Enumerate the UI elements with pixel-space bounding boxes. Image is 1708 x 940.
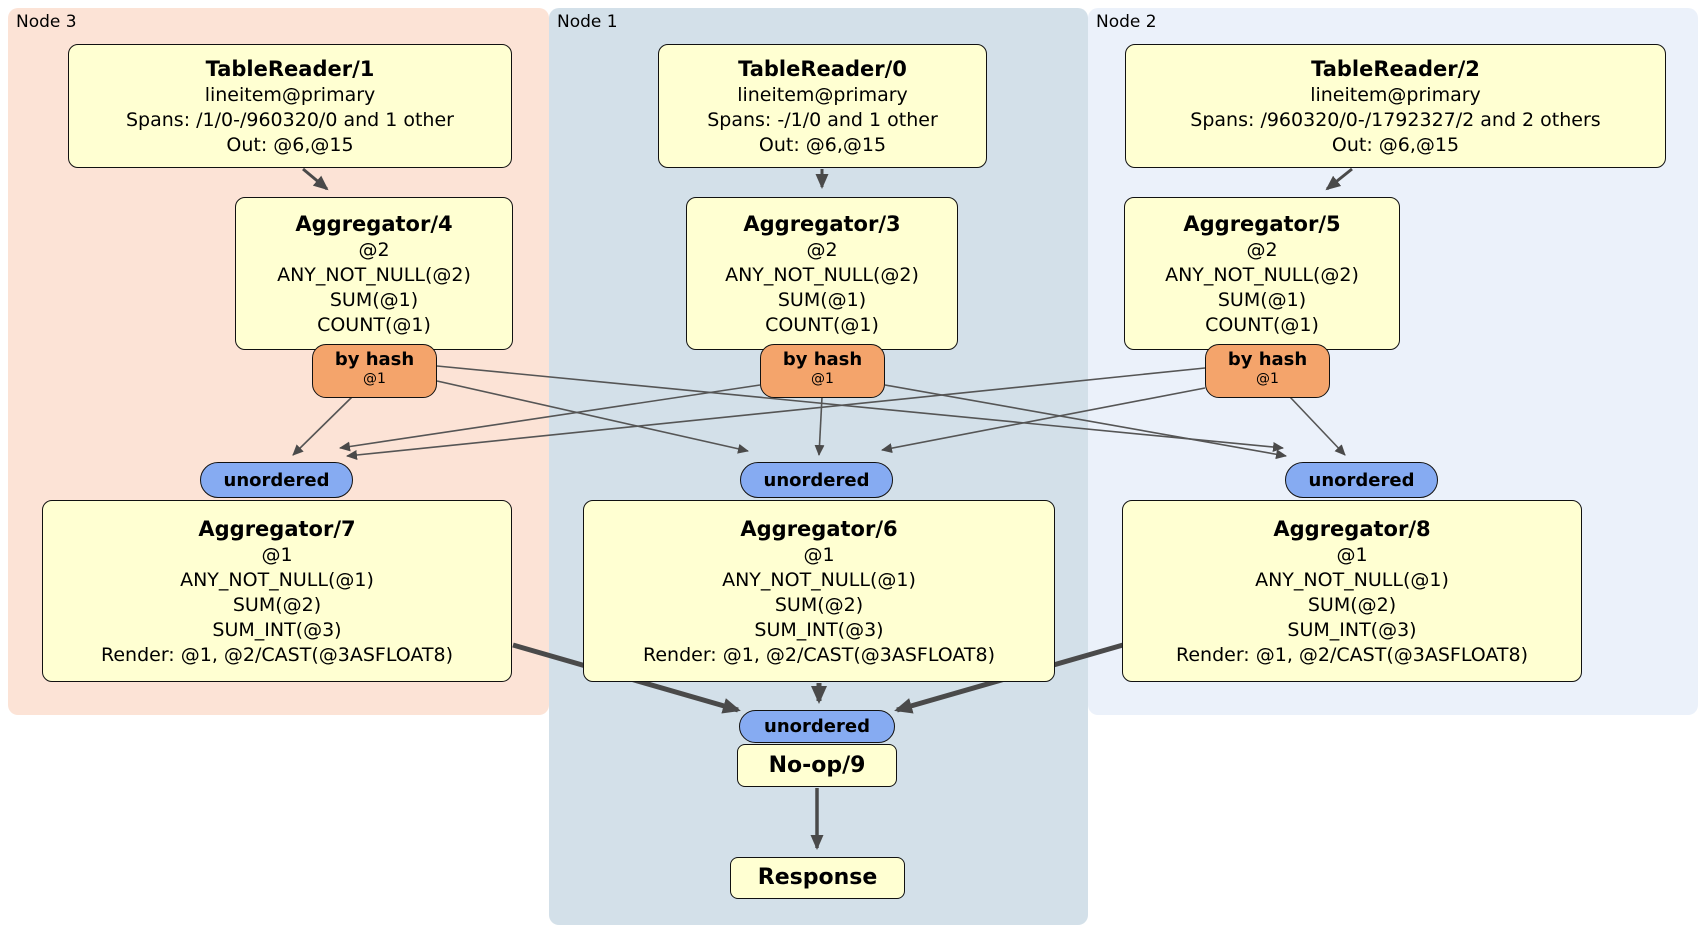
router-label: by hash bbox=[334, 349, 415, 370]
edge-byhash1-unordered3 bbox=[339, 384, 761, 452]
processor-title: No-op/9 bbox=[768, 752, 866, 778]
processor-detail: SUM(@2) bbox=[1307, 593, 1397, 616]
edges-router-fanout bbox=[292, 365, 1346, 460]
processor-box-aggregator-6: Aggregator/6 @1 ANY_NOT_NULL(@1) SUM(@2)… bbox=[583, 500, 1055, 682]
processor-detail: COUNT(@1) bbox=[1205, 313, 1319, 336]
processor-detail: SUM_INT(@3) bbox=[212, 618, 342, 641]
processor-detail: Out: @6,@15 bbox=[1331, 133, 1460, 156]
processor-detail: ANY_NOT_NULL(@1) bbox=[722, 568, 916, 591]
sync-unordered-node1: unordered bbox=[740, 462, 893, 498]
router-detail: @1 bbox=[811, 371, 834, 387]
edge-byhash3-unordered1 bbox=[436, 380, 749, 454]
processor-box-response: Response bbox=[730, 857, 905, 899]
node-region-2-label: Node 2 bbox=[1096, 12, 1157, 32]
processor-title: Aggregator/6 bbox=[740, 516, 898, 541]
processor-box-tablereader-0: TableReader/0 lineitem@primary Spans: -/… bbox=[658, 44, 987, 168]
processor-detail: @1 bbox=[803, 543, 835, 566]
router-by-hash-node2: by hash @1 bbox=[1205, 344, 1330, 398]
processor-detail: @2 bbox=[806, 238, 838, 261]
sync-unordered-node3: unordered bbox=[200, 462, 353, 498]
processor-detail: Render: @1, @2/CAST(@3ASFLOAT8) bbox=[1176, 643, 1528, 666]
router-detail: @1 bbox=[1256, 371, 1279, 387]
router-label: by hash bbox=[1227, 349, 1308, 370]
processor-detail: Out: @6,@15 bbox=[758, 133, 887, 156]
edge-byhash2-unordered1 bbox=[881, 387, 1206, 454]
processor-title: Aggregator/8 bbox=[1273, 516, 1431, 541]
processor-detail: COUNT(@1) bbox=[765, 313, 879, 336]
processor-box-aggregator-4: Aggregator/4 @2 ANY_NOT_NULL(@2) SUM(@1)… bbox=[235, 197, 513, 350]
processor-title: Aggregator/7 bbox=[198, 516, 356, 541]
processor-detail: SUM_INT(@3) bbox=[1287, 618, 1417, 641]
sync-unordered-final: unordered bbox=[739, 710, 895, 743]
processor-box-noop-9: No-op/9 bbox=[737, 744, 897, 787]
processor-box-aggregator-8: Aggregator/8 @1 ANY_NOT_NULL(@1) SUM(@2)… bbox=[1122, 500, 1582, 682]
processor-detail: Spans: /960320/0-/1792327/2 and 2 others bbox=[1190, 108, 1601, 131]
processor-detail: Render: @1, @2/CAST(@3ASFLOAT8) bbox=[101, 643, 453, 666]
processor-detail: @1 bbox=[1336, 543, 1368, 566]
processor-detail: @2 bbox=[358, 238, 390, 261]
processor-detail: SUM_INT(@3) bbox=[754, 618, 884, 641]
edge-byhash2-unordered3 bbox=[346, 367, 1206, 460]
processor-detail: ANY_NOT_NULL(@1) bbox=[1255, 568, 1449, 591]
processor-detail: SUM(@1) bbox=[777, 288, 867, 311]
processor-title: TableReader/2 bbox=[1311, 56, 1480, 81]
processor-box-aggregator-5: Aggregator/5 @2 ANY_NOT_NULL(@2) SUM(@1)… bbox=[1124, 197, 1400, 350]
processor-detail: COUNT(@1) bbox=[317, 313, 431, 336]
edge-byhash1-unordered2 bbox=[884, 384, 1287, 460]
edge-byhash3-unordered3 bbox=[292, 396, 353, 456]
edge-byhash2-unordered2 bbox=[1289, 396, 1346, 456]
processor-detail: ANY_NOT_NULL(@2) bbox=[277, 263, 471, 286]
processor-detail: ANY_NOT_NULL(@2) bbox=[725, 263, 919, 286]
node-region-1-label: Node 1 bbox=[557, 12, 618, 32]
processor-detail: Out: @6,@15 bbox=[226, 133, 354, 156]
processor-box-tablereader-2: TableReader/2 lineitem@primary Spans: /9… bbox=[1125, 44, 1666, 168]
processor-detail: @1 bbox=[261, 543, 293, 566]
processor-detail: SUM(@2) bbox=[774, 593, 864, 616]
processor-detail: @2 bbox=[1246, 238, 1278, 261]
edge-tr2-agg5 bbox=[1325, 167, 1353, 191]
processor-detail: lineitem@primary bbox=[1310, 83, 1481, 106]
processor-title: TableReader/0 bbox=[738, 56, 907, 81]
processor-detail: Spans: /1/0-/960320/0 and 1 other bbox=[126, 108, 454, 131]
processor-title: Aggregator/5 bbox=[1183, 211, 1341, 236]
edge-tr1-agg4 bbox=[302, 167, 329, 191]
processor-title: Aggregator/4 bbox=[295, 211, 453, 236]
router-by-hash-node3: by hash @1 bbox=[312, 344, 437, 398]
processor-box-aggregator-3: Aggregator/3 @2 ANY_NOT_NULL(@2) SUM(@1)… bbox=[686, 197, 958, 350]
processor-box-tablereader-1: TableReader/1 lineitem@primary Spans: /1… bbox=[68, 44, 512, 168]
processor-title: Aggregator/3 bbox=[743, 211, 901, 236]
processor-detail: lineitem@primary bbox=[737, 83, 908, 106]
processor-detail: Spans: -/1/0 and 1 other bbox=[707, 108, 938, 131]
processor-detail: lineitem@primary bbox=[204, 83, 376, 106]
edge-byhash1-unordered1 bbox=[814, 396, 825, 456]
processor-detail: SUM(@2) bbox=[232, 593, 322, 616]
processor-title: Response bbox=[757, 865, 878, 890]
processor-title: TableReader/1 bbox=[205, 56, 375, 81]
processor-detail: SUM(@1) bbox=[329, 288, 419, 311]
processor-box-aggregator-7: Aggregator/7 @1 ANY_NOT_NULL(@1) SUM(@2)… bbox=[42, 500, 512, 682]
processor-detail: SUM(@1) bbox=[1217, 288, 1307, 311]
router-label: by hash bbox=[782, 349, 863, 370]
processor-detail: ANY_NOT_NULL(@2) bbox=[1165, 263, 1359, 286]
processor-detail: Render: @1, @2/CAST(@3ASFLOAT8) bbox=[643, 643, 995, 666]
processor-detail: ANY_NOT_NULL(@1) bbox=[180, 568, 374, 591]
edges-tablereader-to-aggregator bbox=[302, 167, 1353, 191]
edge-byhash3-unordered2 bbox=[436, 365, 1284, 453]
router-detail: @1 bbox=[363, 371, 386, 387]
router-by-hash-node1: by hash @1 bbox=[760, 344, 885, 398]
sync-unordered-node2: unordered bbox=[1285, 462, 1438, 498]
node-region-3-label: Node 3 bbox=[16, 12, 77, 32]
